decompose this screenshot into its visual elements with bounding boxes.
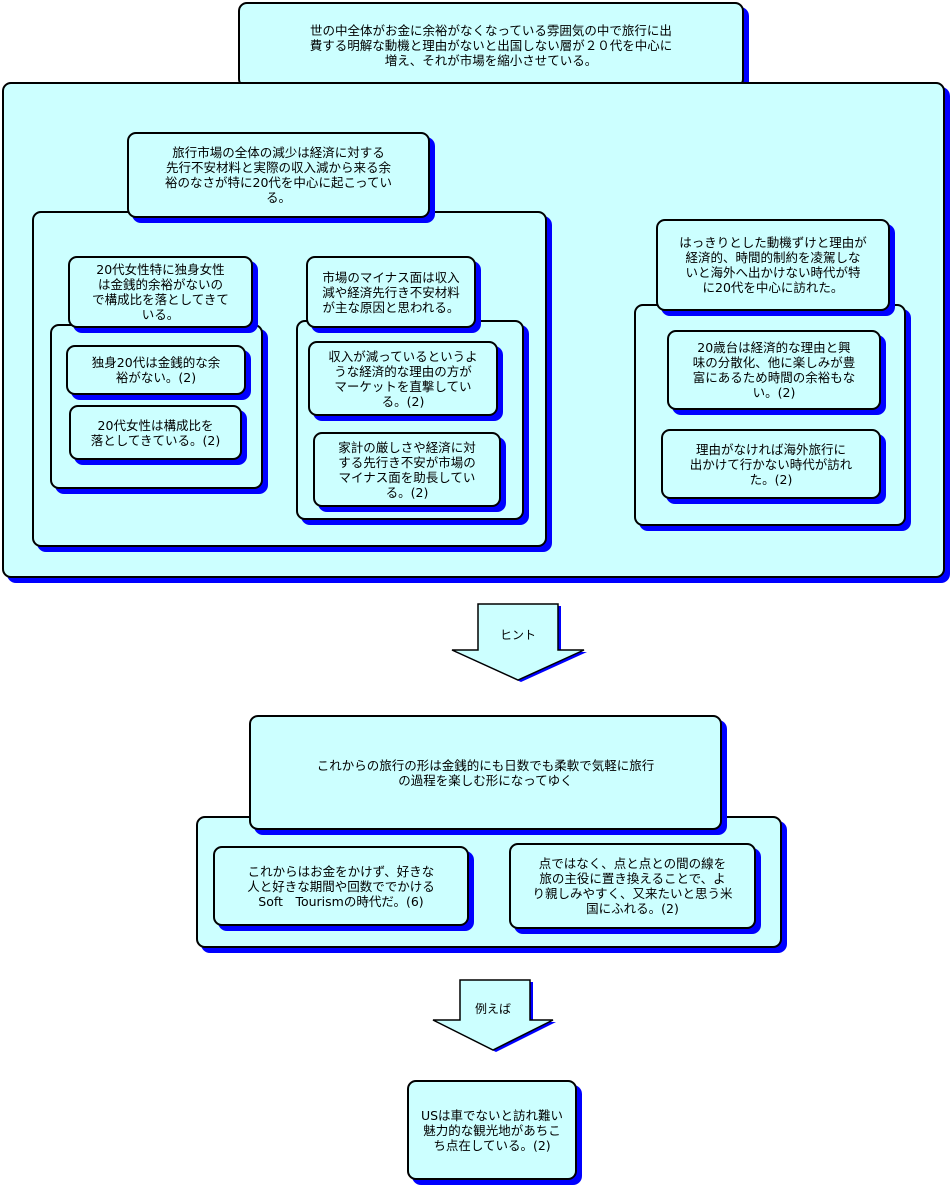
arrow-hint-label: ヒント: [499, 628, 536, 642]
women-item-1: 独身20代は金銭的な余 裕がない。(2): [91, 355, 221, 385]
bottom-statement-box: [407, 1080, 577, 1180]
arrow-for-example-label: 例えば: [474, 1002, 511, 1016]
right-item-2: 理由がなければ海外旅行に 出かけて行かない時代が訪れ た。(2): [689, 441, 853, 487]
down-arrow-for-example: [432, 979, 556, 1052]
middle-item-1: これからはお金をかけず、好きな 人と好きな期間や回数ででかける Soft Tou…: [247, 863, 435, 909]
market-item-2-box: [313, 432, 501, 507]
market-header: 市場のマイナス面は収入 減や経済先行き不安材料 が主な原因と思われる。: [322, 269, 460, 315]
women-header: 20代女性特に独身女性 は金銭的余裕がないの で構成比を落としてきて いる。: [92, 262, 229, 322]
women-item-2-box: [69, 405, 242, 460]
women-item-2: 20代女性は構成比を 落としてきている。(2): [90, 417, 221, 448]
market-header-box: [306, 256, 476, 328]
down-arrow-hint: [451, 603, 587, 682]
bottom-statement: USは車でないと訪れ難い 魅力的な観光地があちこ ち点在している。(2): [420, 1107, 564, 1153]
right-group-header: はっきりとした動機ずけと理由が 経済的、時間的制約を凌駕しな いと海外へ出かけな…: [679, 235, 867, 295]
right-item-2-box: [661, 429, 881, 499]
middle-item-2: 点ではなく、点と点との間の線を 旅の主役に置き換えることで、よ り親しみやすく、…: [532, 856, 733, 916]
left-group-header: 旅行市場の全体の減少は経済に対する 先行不安材料と実際の収入減から来る余 裕のな…: [165, 145, 392, 205]
top-statement-box: [238, 2, 744, 88]
middle-group-header-box: [249, 715, 722, 830]
market-item-2: 家計の厳しさや経済に対 する先行き不安が市場の マイナス面を助長してい る。(2…: [338, 439, 476, 500]
women-header-box: [68, 256, 253, 328]
market-item-1-box: [308, 341, 498, 416]
market-item-1: 収入が減っているというよ うな経済的な理由の方が マーケットを直撃してい る。(…: [328, 348, 478, 409]
right-group-header-box: [656, 219, 890, 311]
top-statement: 世の中全体がお金に余裕がなくなっている雰囲気の中で旅行に出 費する明解な動機と理…: [309, 22, 673, 68]
left-group-header-box: [127, 132, 430, 218]
middle-item-2-box: [509, 843, 756, 929]
middle-item-1-box: [213, 846, 469, 926]
right-item-1: 20歳台は経済的な理由と興 味の分散化、他に楽しみが豊 富にあるため時間の余裕も…: [692, 340, 856, 400]
right-item-1-box: [667, 330, 881, 410]
women-item-1-box: [66, 345, 246, 395]
middle-group-header: これからの旅行の形は金銭的にも日数でも柔軟で気軽に旅行 の過程を楽しむ形になって…: [316, 757, 655, 788]
